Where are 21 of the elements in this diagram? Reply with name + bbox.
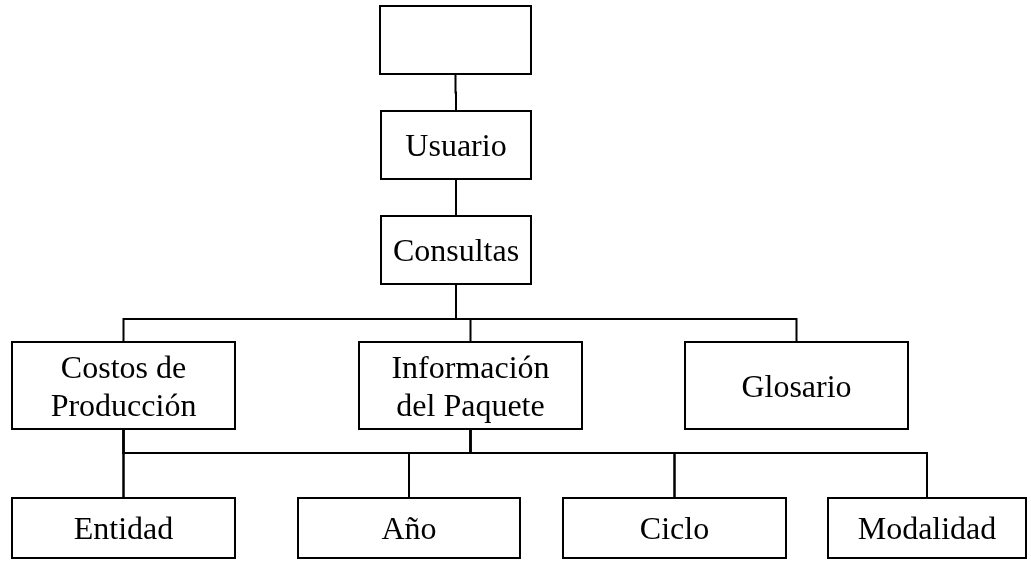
box-label: Año [381, 509, 437, 547]
box [297, 497, 521, 559]
box-label: Entidad [73, 509, 174, 547]
box [379, 5, 532, 75]
box [684, 341, 909, 430]
box-label: Ciclo [639, 509, 710, 547]
box [380, 110, 532, 180]
box-label: Consultas [392, 231, 520, 269]
connector-line [454, 74, 457, 111]
box [11, 497, 236, 559]
box [11, 341, 236, 430]
connector-line [455, 179, 457, 216]
box-label: Modalidad [857, 509, 997, 547]
box [380, 215, 532, 285]
box [827, 497, 1027, 559]
box-label: Información del Paquete [390, 347, 551, 424]
box [562, 497, 787, 559]
box-label: Glosario [741, 366, 852, 405]
box-label: Costos de Producción [49, 347, 198, 424]
box [358, 341, 583, 430]
box-label: Usuario [405, 126, 507, 164]
